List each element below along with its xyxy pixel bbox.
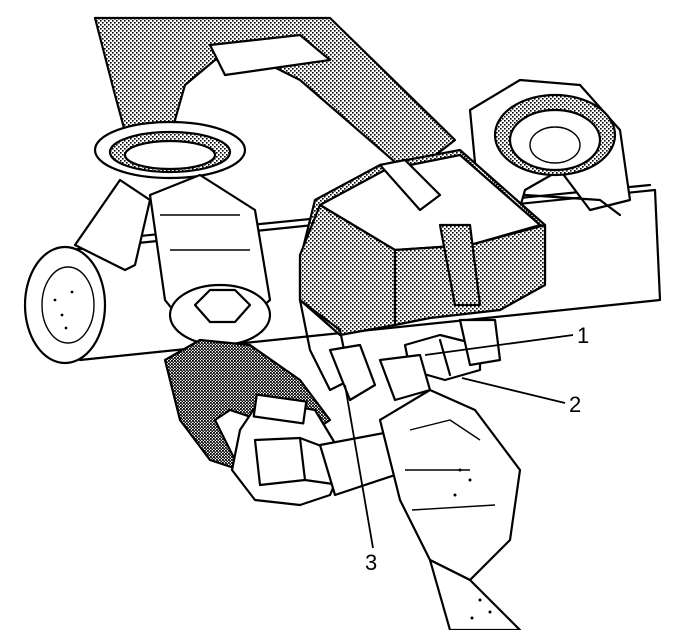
connector-block xyxy=(298,148,547,402)
wire-harness xyxy=(378,388,522,630)
callout-leaders xyxy=(344,334,574,549)
callout-2: 2 xyxy=(569,392,581,417)
leader-line-3 xyxy=(344,384,374,549)
callout-1: 1 xyxy=(577,323,589,348)
callout-3: 3 xyxy=(365,550,377,575)
left-bolt-sleeve xyxy=(148,173,272,347)
locking-tab xyxy=(378,318,502,402)
mating-connector xyxy=(230,393,412,507)
leader-line-2 xyxy=(461,377,566,404)
shaft-end-cap xyxy=(23,245,107,365)
right-bracket xyxy=(468,78,632,227)
left-bracket xyxy=(73,120,247,272)
leader-line-1 xyxy=(424,334,574,356)
